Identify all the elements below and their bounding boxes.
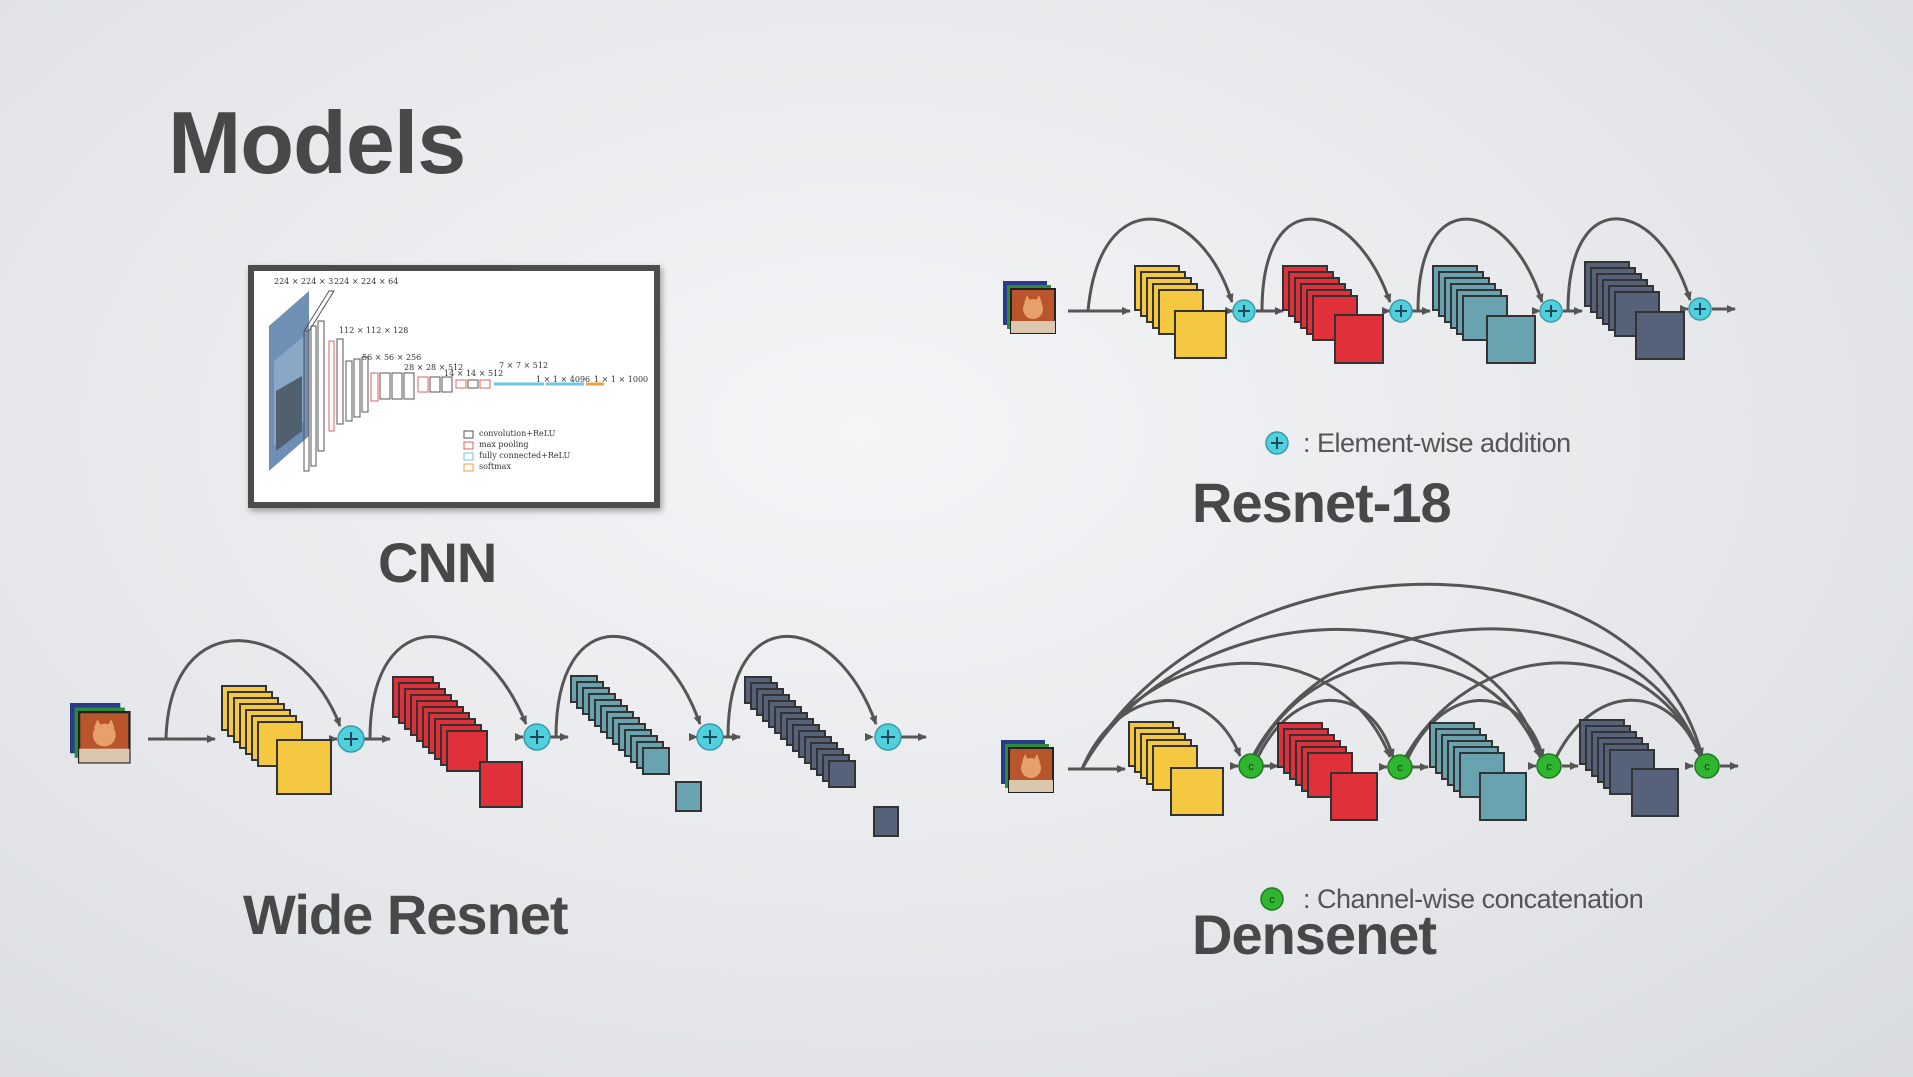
cnn-legend-item: convolution+ReLU — [479, 429, 556, 438]
c-circle-icon: c — [1238, 753, 1264, 779]
cnn-legend-item: softmax — [479, 462, 511, 471]
cnn-dim-label: 1 × 1 × 1000 — [594, 375, 649, 384]
add-legend-icon — [1265, 431, 1289, 455]
cnn-dim-label: 1 × 1 × 4096 — [536, 375, 591, 384]
resnet18-label: Resnet-18 — [1192, 471, 1452, 534]
resnet18-diagram — [1003, 217, 1736, 455]
cnn-dim-label: 28 × 28 × 512 — [404, 363, 464, 372]
cat-image-stack-icon — [1003, 281, 1056, 334]
cat-image-stack-icon — [70, 703, 131, 764]
cnn-dim-label: 224 × 224 × 64 — [334, 277, 399, 286]
cnn-dim-label: 224 × 224 × 3 — [274, 277, 334, 286]
concat-legend-text: : Channel-wise concatenation — [1303, 884, 1644, 914]
c-circle-icon: c — [1694, 753, 1720, 779]
cnn-legend-item: fully connected+ReLU — [479, 451, 571, 460]
wide-resnet-label: Wide Resnet — [243, 883, 569, 946]
cnn-dim-label: 7 × 7 × 512 — [499, 361, 549, 370]
cnn-label: CNN — [378, 531, 497, 594]
plus-circle-icon — [1389, 299, 1413, 323]
cnn-dim-label: 112 × 112 × 128 — [339, 326, 409, 335]
svg-text:c: c — [1546, 761, 1552, 773]
cnn-dim-label: 56 × 56 × 256 — [362, 353, 422, 362]
plus-circle-icon — [1688, 297, 1712, 321]
plus-circle-icon — [523, 723, 551, 751]
cnn-figure: 224 × 224 × 3 224 × 224 × 64 112 × 112 ×… — [248, 265, 660, 508]
concat-legend-icon: c — [1260, 887, 1284, 911]
add-legend-text: : Element-wise addition — [1303, 428, 1571, 458]
svg-text:c: c — [1397, 762, 1403, 774]
svg-text:c: c — [1704, 761, 1710, 773]
wide-resnet-diagram — [70, 634, 927, 837]
c-circle-icon: c — [1387, 754, 1413, 780]
plus-circle-icon — [1539, 299, 1563, 323]
c-circle-icon: c — [1536, 753, 1562, 779]
plus-circle-icon — [874, 723, 902, 751]
cnn-legend-item: max pooling — [479, 440, 529, 449]
cat-image-stack-icon — [1001, 740, 1054, 793]
svg-text:c: c — [1269, 894, 1275, 906]
cnn-architecture-diagram — [269, 290, 604, 472]
plus-circle-icon — [337, 725, 365, 753]
slide-title: Models — [168, 93, 466, 192]
plus-circle-icon — [696, 723, 724, 751]
densenet-label: Densenet — [1192, 903, 1437, 966]
plus-circle-icon — [1232, 299, 1256, 323]
svg-text:c: c — [1248, 761, 1254, 773]
densenet-diagram: c c c c c — [1001, 582, 1739, 911]
cnn-dim-label: 14 × 14 × 512 — [444, 369, 504, 378]
